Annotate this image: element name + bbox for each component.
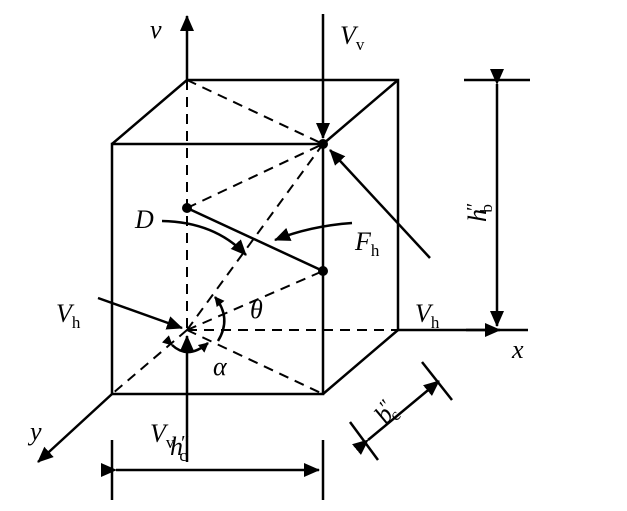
hc-label: h″c <box>170 432 189 465</box>
diagonal <box>186 79 324 145</box>
Vh-left-arrow <box>97 296 183 330</box>
strut-D <box>186 206 324 273</box>
Vh-right-label: Vh <box>415 299 440 332</box>
theta-arc <box>214 296 226 342</box>
diagonal <box>186 143 324 331</box>
v-axis-label: v <box>150 15 162 44</box>
alpha-arc <box>162 335 209 354</box>
hb-label: h″b <box>463 203 496 222</box>
bc-dimension <box>351 380 440 455</box>
y-axis <box>37 393 113 463</box>
Vh-left-label: Vh <box>56 299 81 332</box>
node <box>318 266 328 276</box>
Fh-label: Fh <box>354 227 380 260</box>
D-leader-arrow <box>161 219 247 256</box>
y-axis-label: y <box>27 417 42 446</box>
theta-label: θ <box>250 295 263 324</box>
Vv-top-label: Vv <box>340 21 365 54</box>
hidden-edge <box>111 329 188 395</box>
D-label: D <box>134 205 154 234</box>
alpha-label: α <box>213 352 228 381</box>
node <box>182 203 192 213</box>
diagonal <box>186 270 324 331</box>
Vv-bottom-label: Vv <box>150 419 175 452</box>
diagonal <box>186 329 324 395</box>
dimensions <box>101 69 530 500</box>
Vh-right-arrow <box>329 149 431 259</box>
Fh-leader-arrow <box>274 221 353 242</box>
force-arrows <box>97 14 431 462</box>
node <box>318 139 328 149</box>
x-axis-label: x <box>511 335 524 364</box>
diagonal <box>186 143 324 209</box>
labels: v x y Vv Vh Vh Vv D Fh θ α h″c h″b b″c <box>27 15 524 465</box>
